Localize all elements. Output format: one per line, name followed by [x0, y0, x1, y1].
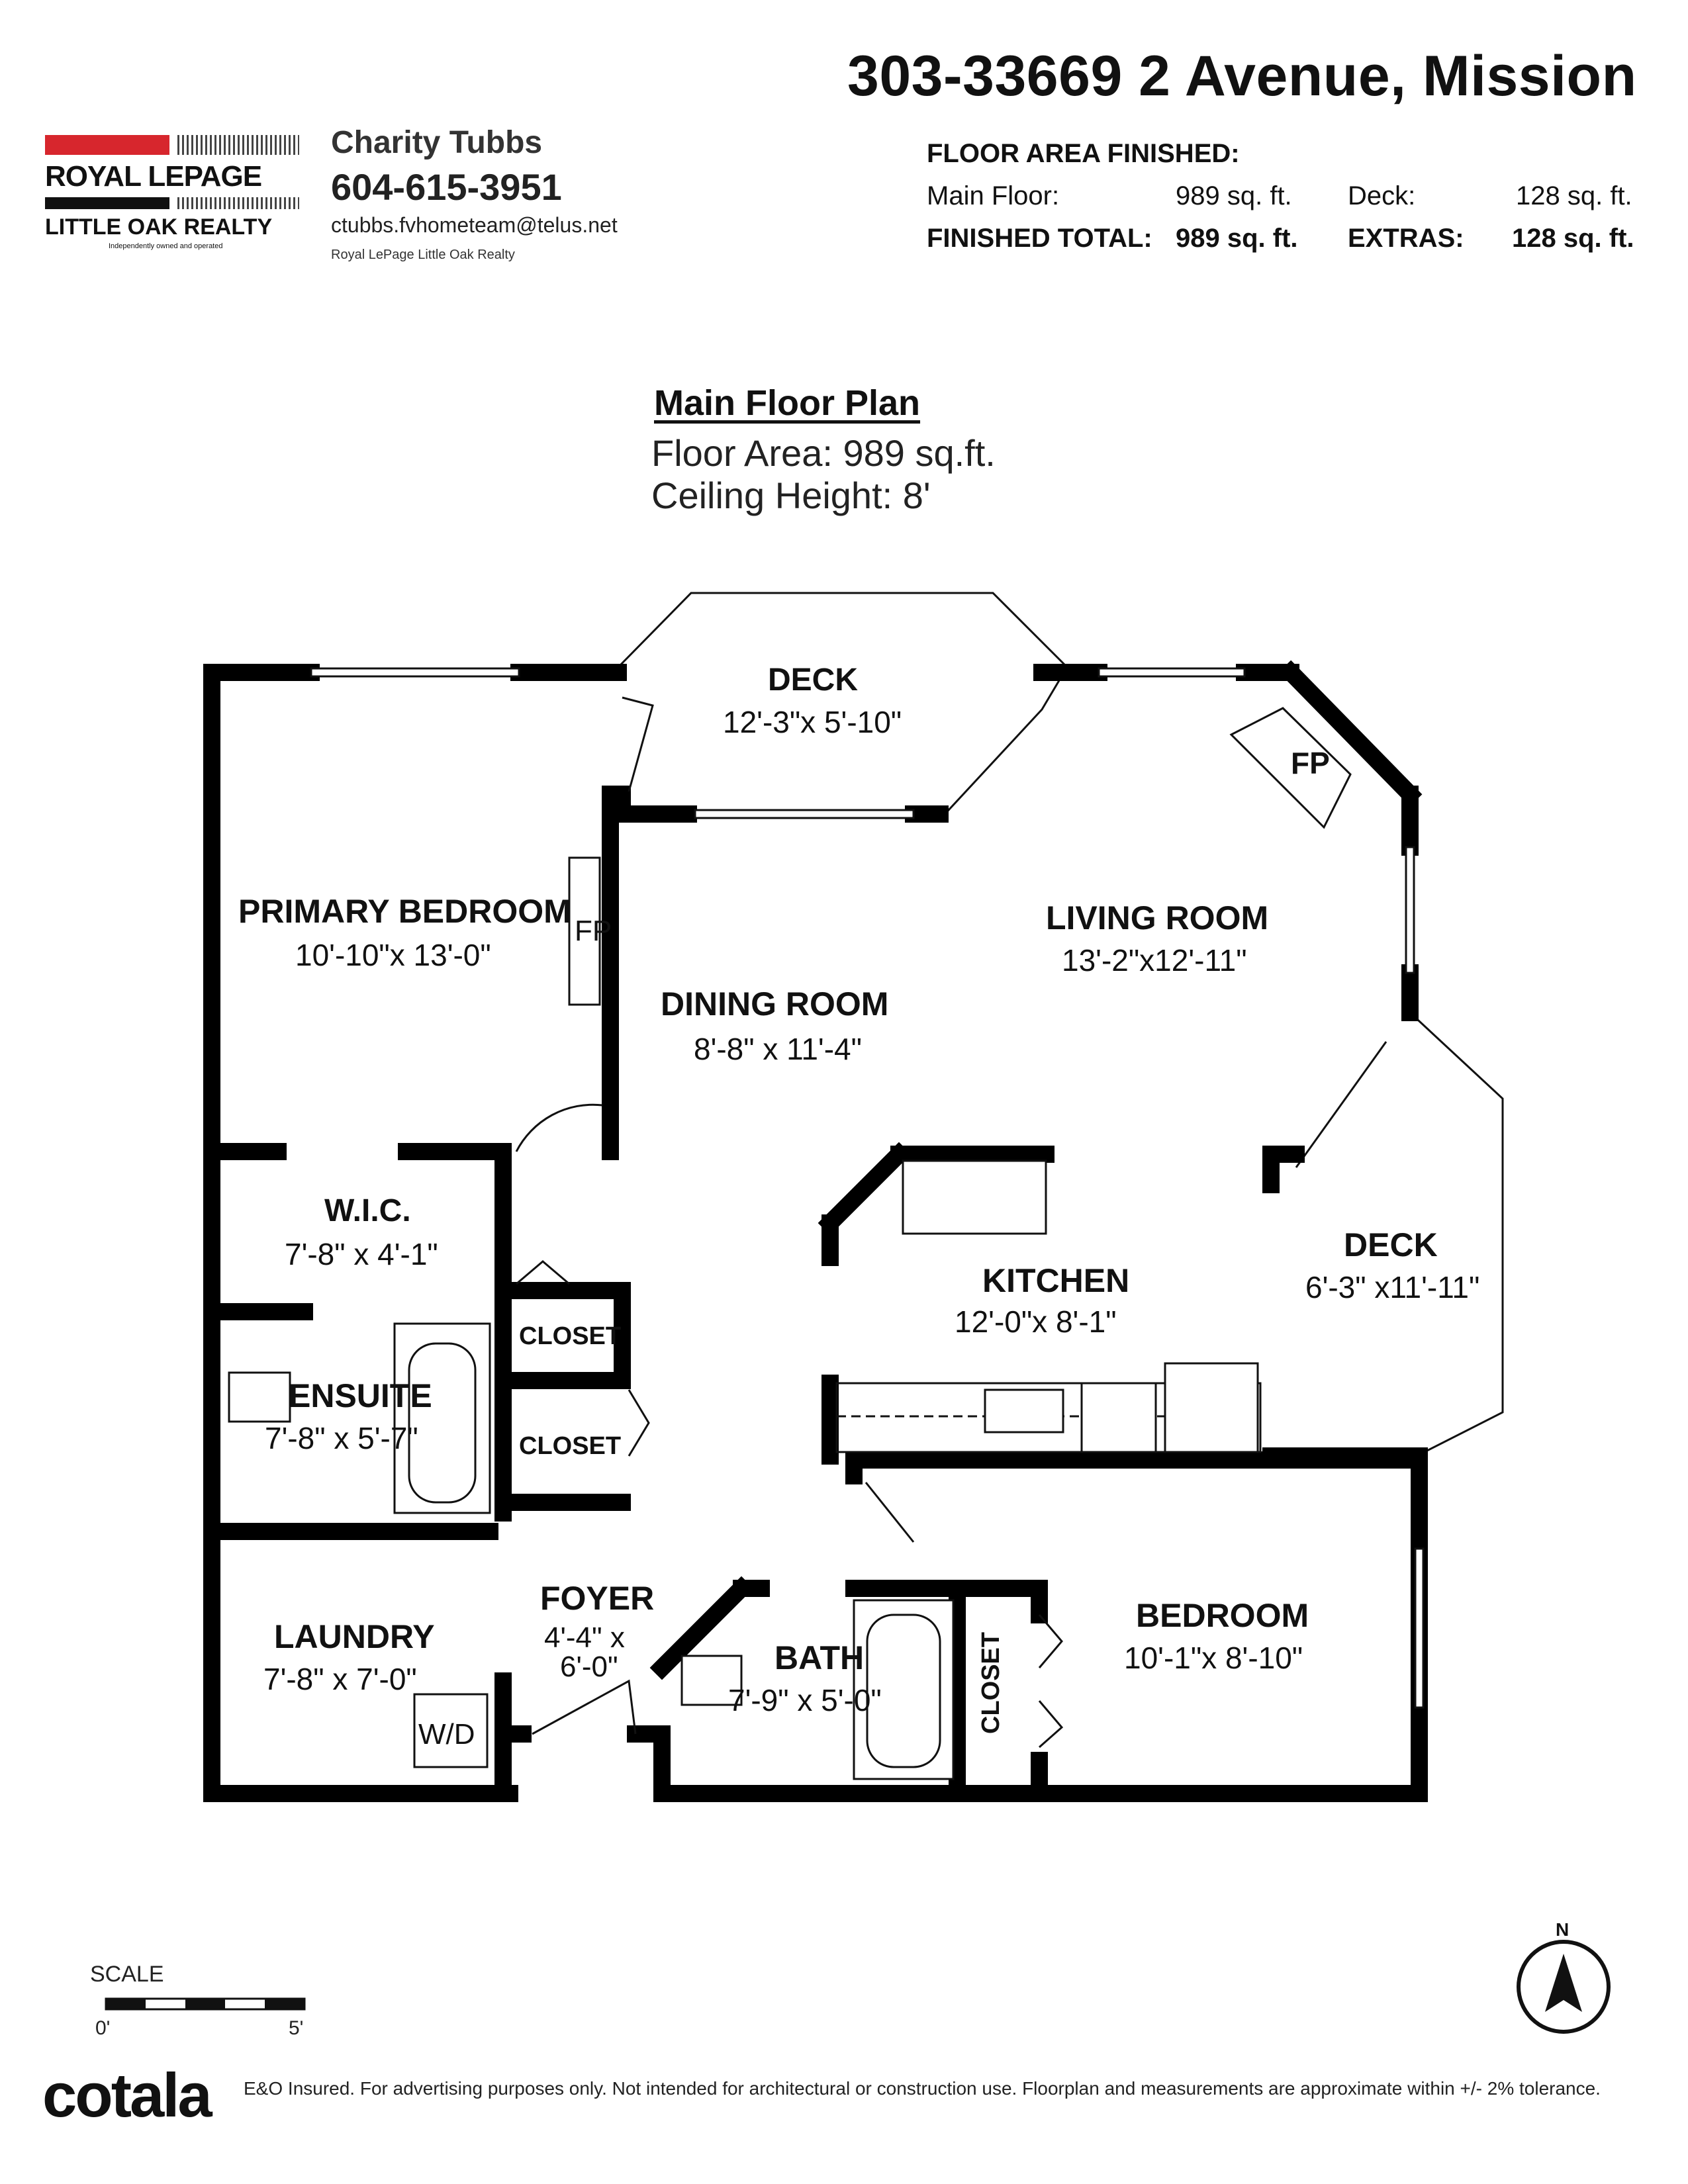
- agent-email: ctubbs.fvhometeam@telus.net: [331, 213, 618, 237]
- logo-line-1: ROYAL LEPAGE: [45, 160, 262, 193]
- plan-floor-area: Floor Area: 989 sq.ft.: [651, 432, 996, 474]
- bedroom-name: BEDROOM: [1136, 1597, 1309, 1634]
- north-compass: [1517, 1940, 1611, 2034]
- wic-name: W.I.C.: [324, 1193, 411, 1228]
- deck-right-dims: 6'-3" x11'-11": [1305, 1270, 1480, 1304]
- main-floor-value: 989 sq. ft.: [1176, 181, 1292, 210]
- brokerage-logo: ROYAL LEPAGE LITTLE OAK REALTY Independe…: [45, 132, 310, 251]
- primary-bedroom-name: PRIMARY BEDROOM: [238, 893, 571, 930]
- dining-room-dims: 8'-8" x 11'-4": [694, 1032, 862, 1066]
- scale-bar: [105, 1997, 306, 2011]
- kitchen-counters: [835, 1160, 1262, 1453]
- compass-north-label: N: [1556, 1919, 1570, 1940]
- logo-black-bar: [45, 197, 169, 209]
- deck-outlines: [617, 592, 1504, 1457]
- doors: [515, 696, 1064, 1749]
- main-floor-label: Main Floor:: [927, 181, 1060, 210]
- bath-fixtures: [228, 1322, 955, 1780]
- laundry-dims: 7'-8" x 7'-0": [263, 1662, 417, 1696]
- closet-2-name: CLOSET: [519, 1432, 622, 1460]
- closet-1-name: CLOSET: [519, 1322, 622, 1350]
- property-address: 303-33669 2 Avenue, Mission: [847, 44, 1637, 108]
- walls: [203, 660, 1428, 1802]
- agent-brokerage: Royal LePage Little Oak Realty: [331, 248, 515, 262]
- living-room-name: LIVING ROOM: [1046, 899, 1269, 936]
- logo-line-2: LITTLE OAK REALTY: [45, 214, 273, 240]
- extras-value: 128 sq. ft.: [1512, 224, 1634, 253]
- fp-bedroom: FP: [575, 915, 612, 947]
- deck-label: Deck:: [1348, 181, 1416, 210]
- kitchen-dims: 12'-0"x 8'-1": [955, 1304, 1117, 1339]
- deck-right-name: DECK: [1344, 1226, 1438, 1263]
- finished-total-value: 989 sq. ft.: [1176, 224, 1298, 253]
- bedroom-dims: 10'-1"x 8'-10": [1124, 1641, 1303, 1675]
- cotala-logo: cotala: [42, 2060, 212, 2130]
- windows: [310, 667, 1425, 1709]
- logo-tagline: Independently owned and operated: [109, 242, 223, 250]
- agent-name: Charity Tubbs: [331, 125, 543, 160]
- laundry-name: LAUNDRY: [274, 1618, 435, 1655]
- bath-dims: 7'-9" x 5'-0": [728, 1683, 882, 1717]
- dining-room-name: DINING ROOM: [661, 985, 889, 1023]
- logo-barcode: [177, 135, 299, 155]
- deck-top-name: DECK: [768, 662, 859, 698]
- ensuite-name: ENSUITE: [289, 1377, 432, 1414]
- deck-top-dims: 12'-3"x 5'-10": [723, 705, 902, 739]
- agent-phone: 604-615-3951: [331, 166, 562, 208]
- scale-end: 5': [289, 2017, 304, 2039]
- logo-barcode-2: [177, 197, 299, 209]
- foyer-dims-2: 6'-0": [560, 1651, 618, 1683]
- ensuite-dims: 7'-8" x 5'-7": [265, 1421, 418, 1455]
- extras-label: EXTRAS:: [1348, 224, 1464, 253]
- disclaimer: E&O Insured. For advertising purposes on…: [244, 2078, 1601, 2099]
- scale-label: SCALE: [90, 1962, 164, 1987]
- fp-living: FP: [1291, 746, 1330, 780]
- scale-start: 0': [95, 2017, 111, 2039]
- wic-dims: 7'-8" x 4'-1": [285, 1237, 438, 1271]
- logo-red-bar: [45, 135, 169, 155]
- bath-name: BATH: [774, 1639, 865, 1676]
- foyer-dims-1: 4'-4" x: [544, 1621, 625, 1654]
- finished-total-label: FINISHED TOTAL:: [927, 224, 1152, 253]
- washer-dryer-label: W/D: [418, 1718, 475, 1751]
- plan-ceiling-height: Ceiling Height: 8': [651, 475, 931, 516]
- kitchen-name: KITCHEN: [982, 1262, 1130, 1299]
- floor-area-heading: FLOOR AREA FINISHED:: [927, 139, 1240, 168]
- foyer-name: FOYER: [540, 1580, 655, 1617]
- fireplace-fixtures: [568, 707, 1352, 1006]
- deck-value: 128 sq. ft.: [1516, 181, 1632, 210]
- living-room-dims: 13'-2"x12'-11": [1062, 943, 1247, 978]
- plan-title: Main Floor Plan: [654, 383, 921, 423]
- closet-3-name: CLOSET: [977, 1631, 1005, 1734]
- primary-bedroom-dims: 10'-10"x 13'-0": [295, 938, 491, 972]
